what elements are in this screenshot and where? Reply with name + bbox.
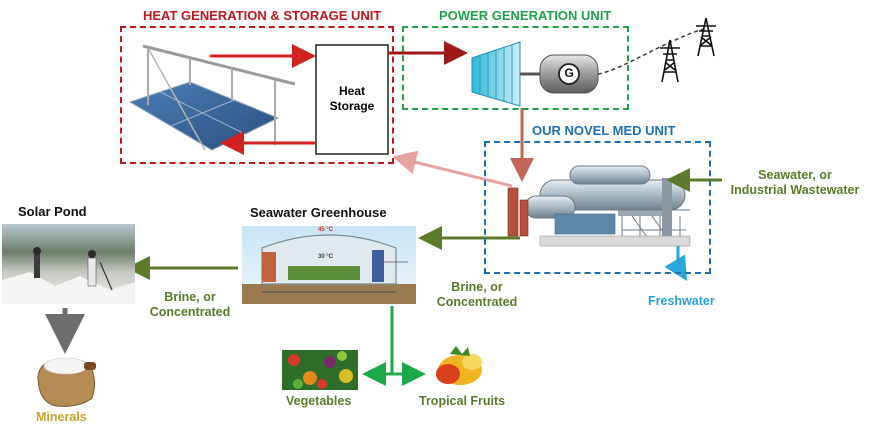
- minerals-label: Minerals: [36, 410, 87, 424]
- brine-left-label: Brine, or Concentrated: [140, 290, 240, 320]
- seawater-line2: Industrial Wastewater: [730, 183, 860, 197]
- heat-storage-box: [315, 44, 389, 155]
- solar-pond-title: Solar Pond: [18, 204, 87, 219]
- heat-storage-line2: Storage: [329, 99, 375, 113]
- med-unit-title: OUR NOVEL MED UNIT: [532, 123, 676, 138]
- freshwater-label: Freshwater: [648, 294, 715, 308]
- heat-storage-line1: Heat: [338, 84, 365, 98]
- generator-image: [539, 54, 599, 94]
- greenhouse-image: [242, 226, 416, 304]
- power-unit-title: POWER GENERATION UNIT: [439, 8, 612, 23]
- greenhouse-temp-top: 45 °C: [318, 227, 334, 233]
- tropical-fruits-image: [436, 346, 482, 385]
- heat-unit-title: HEAT GENERATION & STORAGE UNIT: [143, 8, 382, 23]
- vegetables-image: [282, 350, 358, 390]
- brine-right-line2: Concentrated: [436, 295, 518, 309]
- pylon-icon: [660, 39, 680, 83]
- seawater-line1: Seawater, or: [758, 168, 832, 182]
- seawater-inlet-label: Seawater, or Industrial Wastewater: [722, 168, 868, 198]
- power-generation-unit-box: [402, 26, 629, 110]
- generator-symbol: G: [564, 66, 574, 80]
- med-unit-box: [484, 141, 711, 274]
- tropical-fruits-label: Tropical Fruits: [419, 394, 506, 408]
- brine-left-line1: Brine, or: [164, 290, 216, 304]
- brine-right-label: Brine, or Concentrated: [422, 280, 532, 310]
- vegetables-label: Vegetables: [286, 394, 352, 408]
- mineral-sack-image: [37, 357, 96, 407]
- heat-generation-unit-box: [120, 26, 394, 164]
- brine-right-line1: Brine, or: [451, 280, 503, 294]
- greenhouse-temp-mid: 30 °C: [318, 254, 334, 260]
- greenhouse-title: Seawater Greenhouse: [250, 205, 387, 220]
- turbine-image: [471, 41, 540, 107]
- condensate-return-arrow: [392, 150, 513, 188]
- brine-left-line2: Concentrated: [149, 305, 231, 319]
- solar-pond-image: [2, 224, 135, 304]
- heat-storage-label: Heat Storage: [316, 84, 388, 114]
- med-plant-image: [507, 165, 691, 247]
- pylon-icon: [696, 17, 716, 57]
